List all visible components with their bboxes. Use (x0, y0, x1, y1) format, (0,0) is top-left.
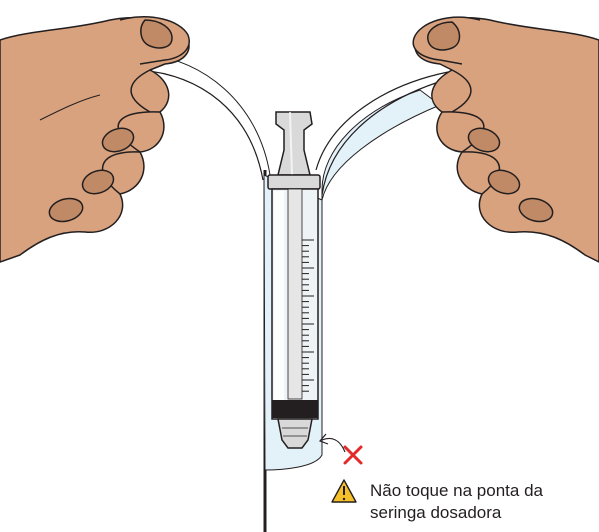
warning-line-2: seringa dosadora (370, 502, 543, 524)
warning-caption: Não toque na ponta da seringa dosadora (370, 480, 543, 524)
left-hand (0, 17, 189, 262)
syringe-flange (268, 175, 320, 189)
warning-line-1: Não toque na ponta da (370, 480, 543, 502)
rubber-stopper (272, 400, 318, 418)
do-not-touch-marker (320, 434, 361, 463)
red-cross-icon (345, 447, 361, 463)
plunger-cap (276, 112, 312, 175)
syringe (268, 112, 320, 448)
right-hand (413, 17, 599, 262)
warning-triangle-icon (332, 480, 356, 502)
